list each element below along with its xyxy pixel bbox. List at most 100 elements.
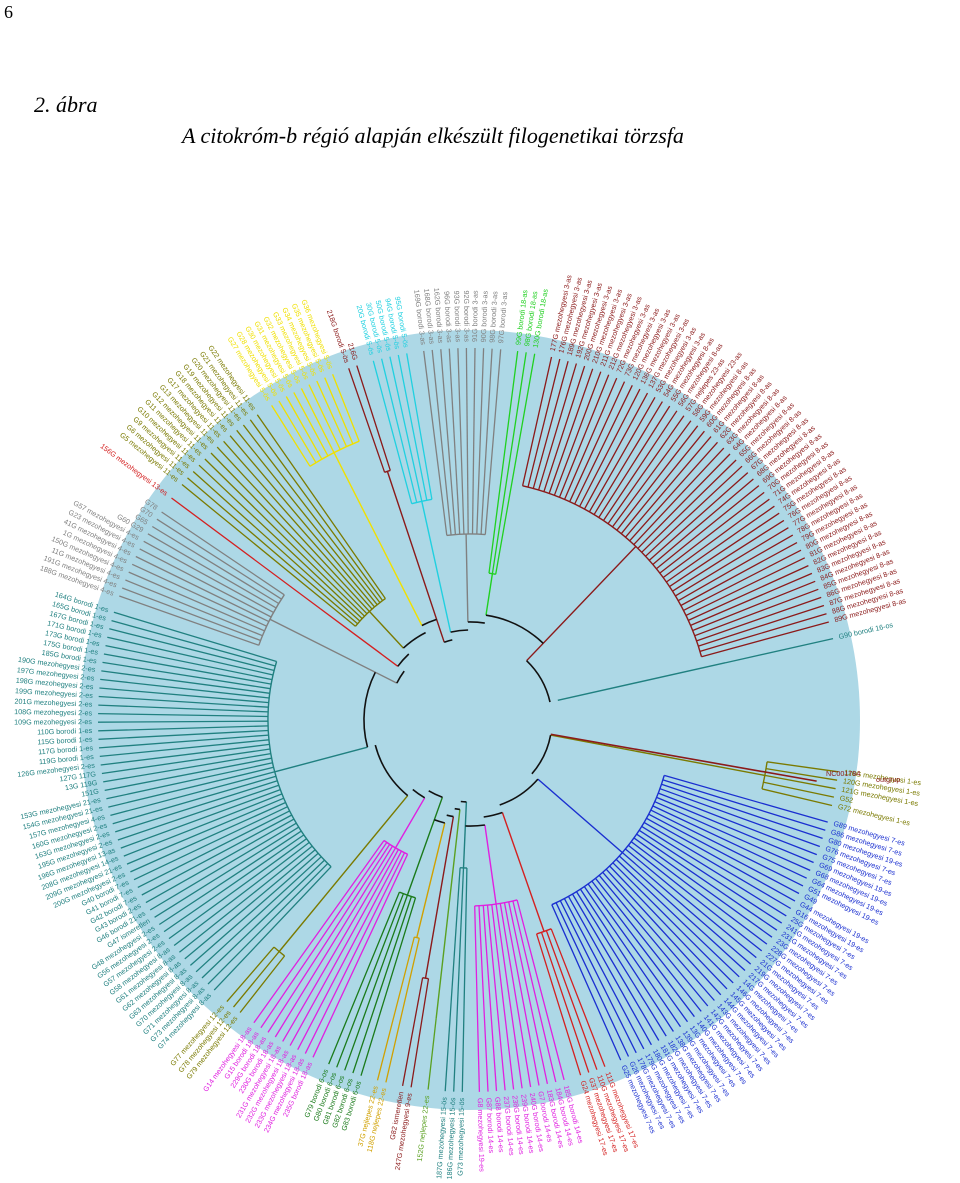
tip-branch [98, 712, 269, 718]
tip-branch [125, 579, 263, 637]
tip-branch [476, 348, 485, 535]
tip-label: 98G borodi 3-as [487, 291, 499, 343]
tip-branch [652, 478, 754, 565]
clade-stem [368, 610, 404, 649]
tip-branch [448, 348, 461, 535]
tip-branch [646, 817, 796, 902]
clade [474, 824, 565, 1092]
tip-branch [650, 809, 804, 887]
clade [376, 822, 446, 1083]
tip-branch [380, 358, 418, 503]
tip-branch [629, 441, 718, 542]
tip-branch [765, 767, 838, 781]
tip-branch [99, 739, 270, 758]
tip-branch [98, 725, 269, 732]
tip-branch [563, 898, 645, 1050]
tip-branch [694, 588, 819, 637]
tip-branch [583, 886, 682, 1028]
tip-branch [173, 841, 310, 947]
tip-branch [216, 446, 370, 612]
tip-branch [242, 424, 381, 603]
backbone-arc [467, 621, 485, 624]
tip-branch [126, 797, 285, 865]
clade-stem [465, 533, 469, 623]
tip-branch [480, 348, 493, 535]
tip-branch [764, 774, 836, 790]
tip-branch [648, 813, 800, 895]
tip-branch [189, 852, 319, 966]
tip-branch [641, 825, 787, 917]
tip-branch [486, 905, 506, 1091]
tip-branch [210, 452, 368, 615]
clade [427, 809, 461, 1090]
tip-branch [128, 571, 265, 632]
tip-branch [457, 348, 465, 535]
tip-branch [471, 347, 476, 535]
tip-branch [111, 619, 276, 667]
tip-branch [406, 353, 433, 500]
tip-branch [698, 604, 825, 647]
tip-branch [300, 388, 335, 453]
tip-branch [121, 587, 261, 642]
tip-branch [108, 766, 274, 808]
figure-label: 2. ábra [34, 92, 98, 117]
clade [97, 611, 368, 991]
tip-branch [574, 385, 633, 505]
tip-branch [348, 368, 386, 473]
tip-branch [680, 542, 798, 607]
backbone-arc [499, 778, 539, 806]
tip-label: G8 mezohegyesi 19-es [476, 1098, 487, 1173]
tip-branch [133, 806, 288, 881]
tip-branch [98, 734, 269, 749]
clade [226, 795, 409, 1013]
tip-branch [163, 834, 305, 933]
tip-branch [474, 905, 481, 1092]
clade-stem [435, 809, 461, 1019]
tip-branch [181, 483, 356, 627]
tip-branch [100, 678, 270, 699]
tip-branch [508, 901, 549, 1085]
clade-stem [269, 618, 398, 684]
tip-branch [461, 867, 468, 1092]
tip-branch [725, 637, 834, 664]
tip-branch [548, 368, 594, 494]
tip-branch [187, 477, 359, 625]
tip-branch [658, 792, 818, 856]
tip-branch [154, 826, 300, 918]
clade-stem [501, 812, 545, 932]
tip-branch [102, 661, 271, 690]
tip-branch [516, 899, 565, 1081]
tip-branch [636, 833, 778, 931]
tip-branch [550, 928, 606, 1067]
backbone-arc [402, 631, 426, 649]
tip-branch [389, 356, 423, 502]
clade [401, 816, 455, 1088]
tip-branch [625, 436, 712, 538]
tip-branch [763, 781, 835, 798]
backbone-arc [450, 629, 469, 633]
tip-branch [223, 440, 373, 610]
tip-branch [282, 847, 397, 1042]
tip-branch [115, 780, 278, 833]
backbone-arc [531, 734, 552, 775]
tip-branch [521, 356, 553, 486]
tip-branch [701, 621, 829, 658]
tip-branch [659, 491, 765, 574]
clade-stem [333, 452, 423, 626]
tip-branch [535, 933, 582, 1076]
tip-branch [692, 580, 816, 632]
tip-branch [226, 946, 275, 1003]
clade-stem [406, 796, 444, 896]
tip-branch [376, 936, 415, 1081]
tip-branch [145, 818, 295, 904]
tip-branch [453, 867, 465, 1092]
tip-branch [141, 814, 293, 896]
tip-branch [659, 788, 821, 848]
tip-branch [151, 525, 280, 605]
tip-branch [491, 352, 527, 574]
tip-branch [352, 896, 413, 1074]
tip-branch [543, 365, 586, 492]
tip-branch [232, 951, 280, 1008]
